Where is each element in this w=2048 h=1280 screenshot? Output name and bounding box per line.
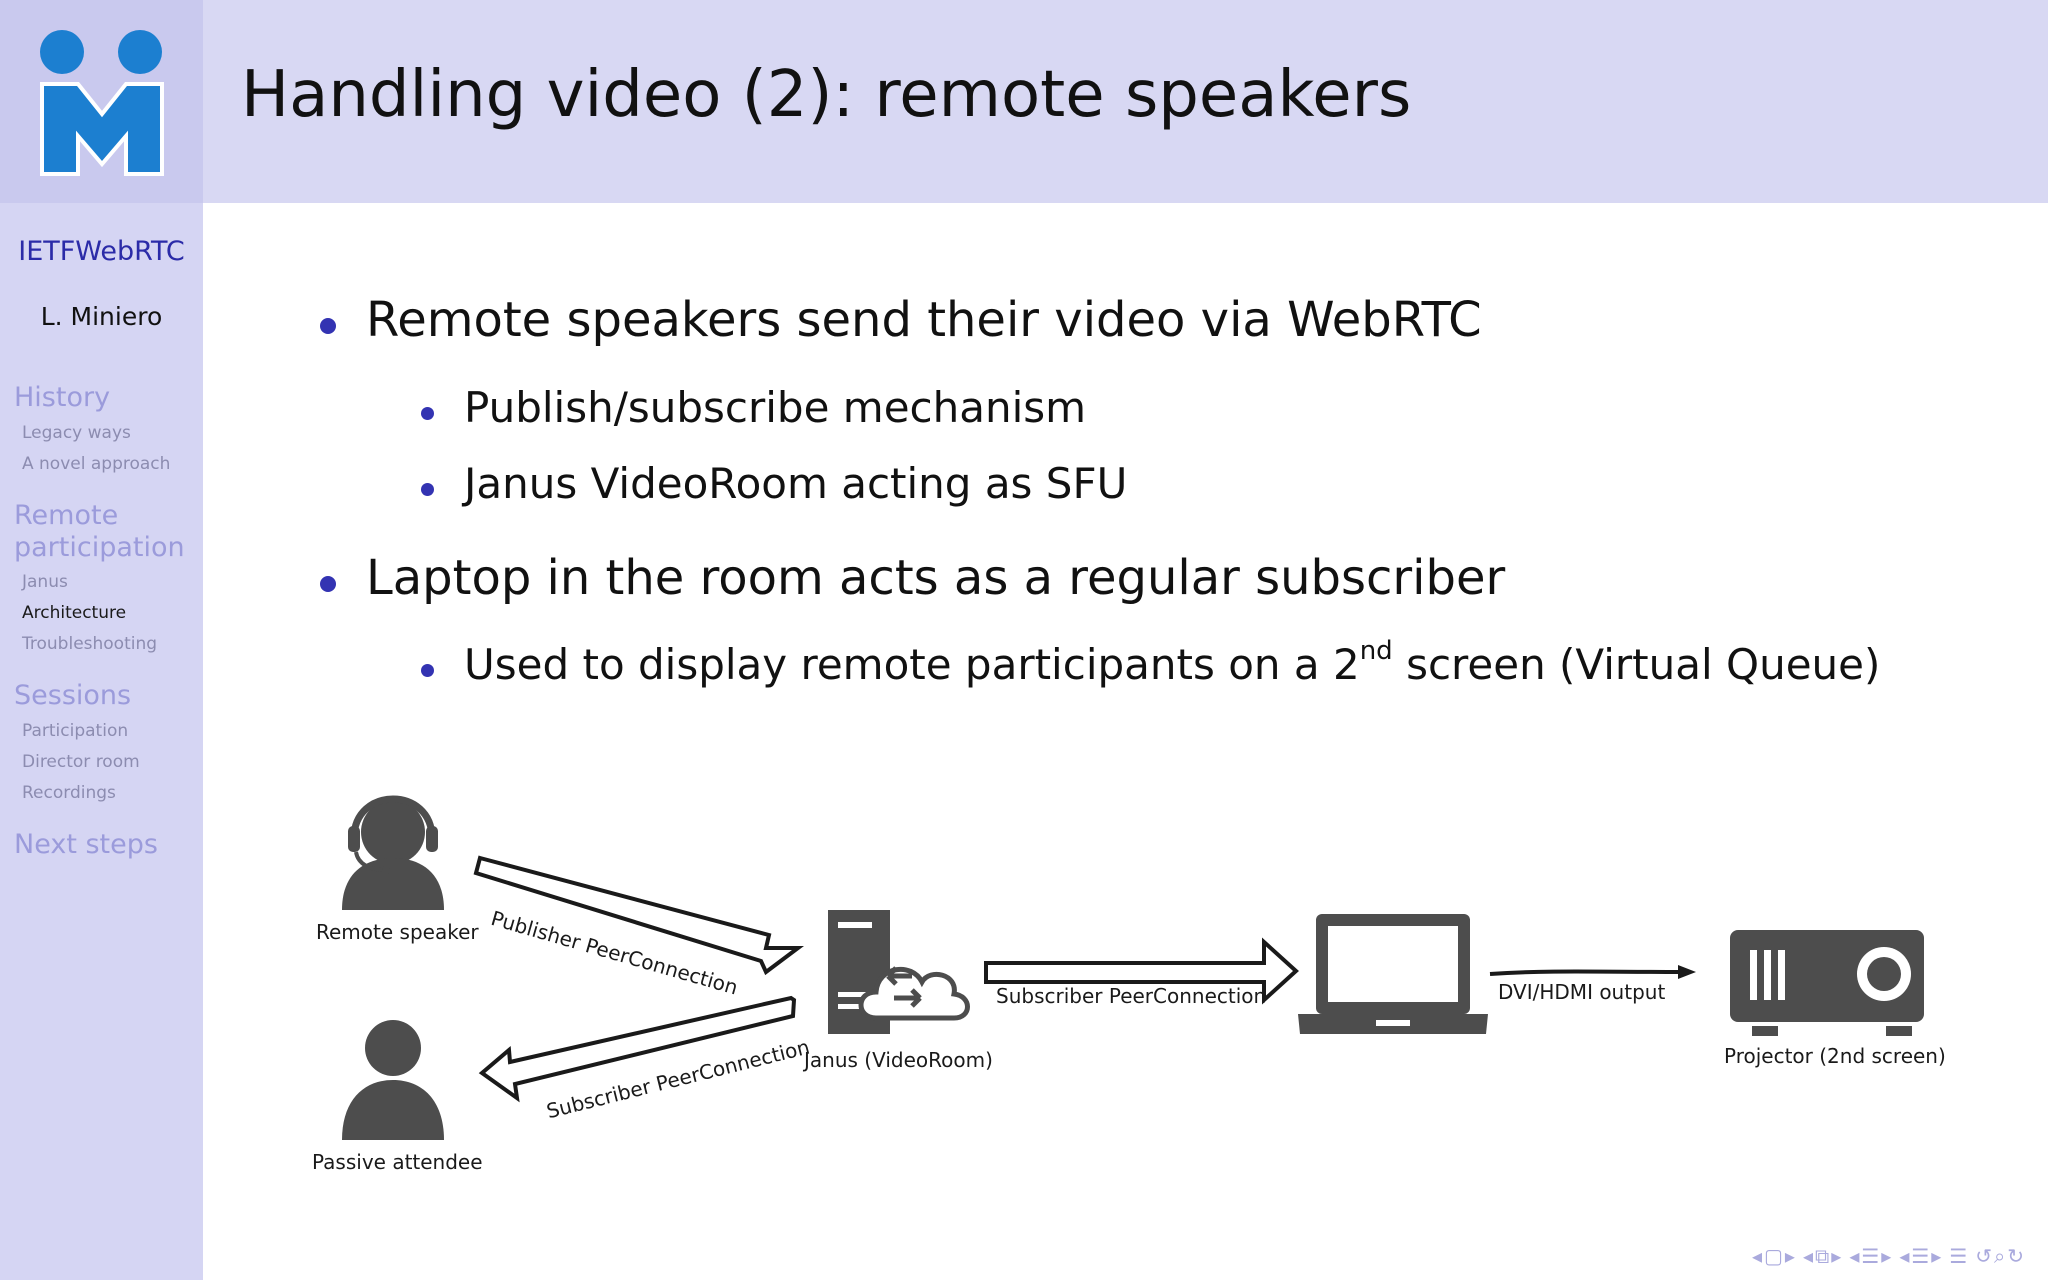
label-dvi-hdmi-output: DVI/HDMI output [1498,980,1666,1004]
server-cloud-icon [828,910,970,1034]
sub-bullet-dot [421,483,434,496]
slide-title: Handling video (2): remote speakers [241,58,1412,132]
bullet-text: Laptop in the room acts as a regular sub… [366,550,1506,606]
nav-sub-janus[interactable]: Janus [22,572,68,592]
nav-prev-subsection-icon[interactable]: ◂⧉▸ [1802,1244,1844,1268]
sub-bullet-text: Used to display remote participants on a… [464,636,1881,689]
nav-prev-section-icon[interactable]: ◂☰▸ [1849,1244,1894,1268]
headset-person-icon [342,795,444,910]
projector-icon [1730,930,1924,1036]
label-remote-speaker: Remote speaker [316,920,479,944]
publisher-arrow [473,855,804,976]
nav-sub-architecture[interactable]: Architecture [22,603,127,623]
laptop-icon [1298,914,1488,1034]
sub-bullet-text-part: Used to display remote participants on a… [464,640,1360,689]
sub-bullet-text: Janus VideoRoom acting as SFU [464,459,1128,508]
nav-sub-participation[interactable]: Participation [22,721,129,741]
nav-doc-icon[interactable]: ◂☰▸ [1899,1244,1944,1268]
nav-sub-legacy-ways[interactable]: Legacy ways [22,423,131,443]
nav-sub-novel-approach[interactable]: A novel approach [22,454,171,474]
bullet-text: Remote speakers send their video via Web… [366,292,1482,348]
sub-bullet-text-part: screen (Virtual Queue) [1392,640,1881,689]
sub-bullet-dot [421,664,434,677]
sidebar: IETFWebRTC L. Miniero History Legacy way… [0,0,203,1280]
nav-sub-director-room[interactable]: Director room [22,752,140,772]
nav-sub-troubleshooting[interactable]: Troubleshooting [22,634,158,654]
logo [0,0,203,203]
label-janus: Janus (VideoRoom) [804,1048,993,1072]
bullet-remote-speakers: Remote speakers send their video via Web… [320,292,1482,348]
bullet-dot [320,318,336,334]
presentation-author: L. Miniero [40,302,163,331]
superscript-ordinal: nd [1359,636,1393,667]
slide-header: Handling video (2): remote speakers [203,0,2048,203]
sub-bullet-display-remote: Used to display remote participants on a… [421,636,1881,689]
presentation-title[interactable]: IETFWebRTC [18,236,185,267]
sub-bullet-publish-subscribe: Publish/subscribe mechanism [421,383,1087,432]
label-subscriber-peerconnection-laptop: Subscriber PeerConnection [996,984,1267,1008]
meetecho-logo-icon [40,30,164,176]
label-passive-attendee: Passive attendee [312,1150,483,1174]
nav-sub-recordings[interactable]: Recordings [22,783,116,803]
label-projector: Projector (2nd screen) [1724,1044,1946,1068]
bullet-laptop-subscriber: Laptop in the room acts as a regular sub… [320,550,1506,606]
subscriber-arrow-laptop [984,937,1299,1005]
person-icon [342,1020,444,1140]
nav-prev-frame-icon[interactable]: ◂▢▸ [1751,1244,1797,1268]
diagram-graphics [342,795,1924,1140]
nav-section-remote-participation[interactable]: Remote participation [14,500,185,563]
sub-bullet-dot [421,407,434,420]
nav-section-history[interactable]: History [14,382,111,413]
output-arrow [1489,965,1696,979]
sub-bullet-text: Publish/subscribe mechanism [464,383,1087,432]
subscriber-arrow-back [478,995,797,1103]
nav-section-sessions[interactable]: Sessions [14,680,132,711]
nav-toc-icon[interactable]: ☰ [1949,1244,1970,1268]
bullet-dot [320,576,336,592]
sub-bullet-janus-sfu: Janus VideoRoom acting as SFU [421,459,1128,508]
beamer-navigation: ◂▢▸ ◂⧉▸ ◂☰▸ ◂☰▸ ☰ ↺⌕↻ [1752,1244,2026,1268]
nav-search-icon[interactable]: ↺⌕↻ [1975,1244,2026,1268]
nav-section-next-steps[interactable]: Next steps [14,829,158,860]
